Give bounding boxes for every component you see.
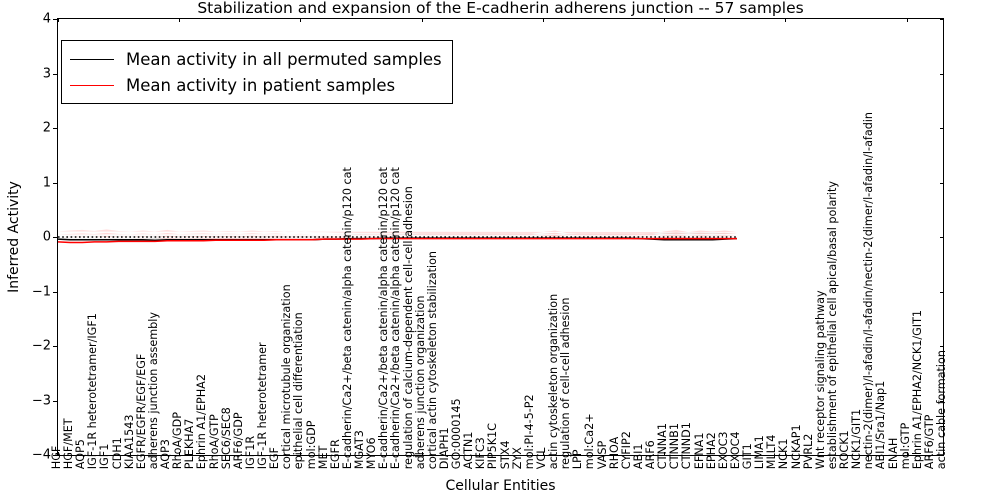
y-tick-mark-right — [940, 346, 944, 347]
y-tick-label: 1 — [42, 175, 51, 190]
x-axis-label: Cellular Entities — [445, 478, 556, 494]
y-tick-label: 4 — [42, 11, 51, 27]
y-tick-mark-right — [940, 19, 944, 20]
y-tick-label: −4 — [31, 447, 51, 463]
plot-svg — [58, 229, 737, 244]
y-tick-label: −3 — [31, 393, 51, 408]
x-tick-mark-top — [906, 18, 908, 22]
confidence-band — [58, 232, 737, 236]
y-tick-mark-right — [940, 455, 944, 456]
y-tick-label: −2 — [31, 338, 51, 354]
confidence-band — [58, 232, 737, 235]
y-tick-label: 0 — [42, 229, 51, 245]
y-tick-label: 3 — [42, 66, 51, 81]
x-tick-mark — [906, 452, 908, 456]
chart-title: Stabilization and expansion of the E-cad… — [197, 0, 804, 17]
y-tick-mark — [53, 182, 57, 184]
x-tick-mark — [58, 452, 59, 456]
x-tick-mark-top — [300, 18, 302, 22]
y-tick-label: 2 — [42, 120, 51, 136]
y-tick-mark-right — [940, 291, 944, 293]
legend: Mean activity in all permuted samples Me… — [61, 40, 453, 104]
y-tick-mark-right — [940, 400, 944, 402]
x-tick-mark-top — [542, 18, 544, 22]
y-tick-label: −1 — [31, 284, 51, 299]
y-tick-mark-right — [940, 237, 944, 238]
x-tick-mark — [542, 452, 544, 456]
x-tick-mark-top — [785, 18, 787, 22]
y-tick-mark-right — [940, 128, 944, 129]
x-tick-mark — [179, 452, 181, 456]
y-tick-mark — [53, 73, 57, 75]
plot-area — [58, 19, 943, 455]
series-line — [58, 237, 737, 244]
x-tick-mark — [785, 452, 787, 456]
y-tick-mark — [53, 19, 57, 20]
confidence-band — [58, 234, 737, 236]
y-tick-mark — [53, 291, 57, 293]
legend-entry-permuted: Mean activity in all permuted samples — [70, 46, 442, 72]
x-tick-mark-top — [179, 18, 181, 22]
legend-label-patient: Mean activity in patient samples — [126, 75, 396, 95]
y-tick-mark — [53, 128, 57, 129]
legend-swatch-permuted — [70, 58, 114, 60]
legend-entry-patient: Mean activity in patient samples — [70, 72, 442, 98]
confidence-band — [58, 234, 737, 238]
x-tick-mark-top — [421, 18, 423, 22]
x-tick-mark-top — [58, 18, 59, 22]
legend-swatch-patient — [70, 84, 114, 86]
x-tick-mark — [421, 452, 423, 456]
x-tick-mark — [664, 452, 666, 456]
y-tick-mark — [53, 455, 57, 456]
legend-label-permuted: Mean activity in all permuted samples — [126, 49, 442, 69]
y-tick-mark — [53, 400, 57, 402]
y-tick-mark-right — [940, 182, 944, 184]
x-tick-mark-top — [664, 18, 666, 22]
x-tick-mark — [300, 452, 302, 456]
confidence-band — [58, 229, 737, 234]
y-tick-mark-right — [940, 73, 944, 75]
y-tick-mark — [53, 237, 57, 238]
y-tick-mark — [53, 346, 57, 347]
